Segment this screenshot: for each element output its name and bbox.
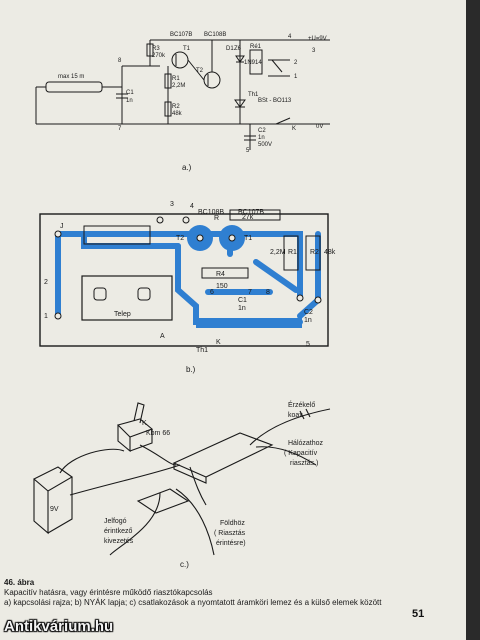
c2-value: 1n [258, 135, 265, 141]
cable-label: max 15 m [58, 74, 84, 80]
watermark: Antikvárium.hu [4, 618, 114, 635]
pcb-node-8: 8 [266, 289, 270, 296]
figure-caption: 46. ábra Kapacitív hatásra, vagy érintés… [4, 578, 444, 608]
supply-zero: 0V [316, 124, 323, 130]
switch-k-label: K [142, 420, 147, 427]
sensor-label: Érzékelő [288, 400, 315, 409]
pcb-c2: C2 [304, 309, 313, 316]
node-4: 4 [288, 34, 292, 40]
schematic-a: BC107B BC108B max 15 m R3 270k R1 2,2M R… [35, 32, 330, 172]
pcb-r1: R1 [288, 249, 297, 256]
caption-line-1: Kapacitív hatásra, vagy érintésre működő… [4, 588, 213, 597]
relay-label: Ré1 [250, 44, 262, 50]
pcb-t1-type: BC107B [238, 209, 264, 216]
c2-label: C2 [258, 128, 266, 134]
wiring-c: K Kbm 66 9V Érzékelő koax Hálózathoz ( K… [33, 400, 331, 569]
ground-sub1: ( Riasztás [214, 530, 246, 537]
book-page: BC107B BC108B max 15 m R3 270k R1 2,2M R… [0, 0, 466, 640]
switch-k: K [292, 126, 296, 132]
switch-type: Kbm 66 [146, 430, 170, 437]
d1-z: Z6 [234, 46, 242, 52]
c1-value: 1n [126, 98, 133, 104]
r1-label: R1 [172, 76, 180, 82]
signal-sub1: érintkező [104, 528, 133, 535]
t2-label: T2 [196, 68, 204, 74]
battery-9v: 9V [50, 506, 59, 513]
pcb-t2-type: BC108B [198, 209, 224, 216]
pcb-r-value: 27k [242, 214, 254, 221]
pcb-r4: R4 [216, 271, 225, 278]
th1-label: Th1 [248, 92, 259, 98]
pcb-node-2: 2 [44, 279, 48, 286]
pcb-t2: T2 [176, 235, 184, 242]
pcb-j: J [60, 223, 64, 230]
pcb-r: R [214, 215, 219, 222]
figure-number: 46. ábra [4, 578, 35, 587]
node-8: 8 [118, 58, 122, 64]
c1-label: C1 [126, 90, 134, 96]
book-spine [466, 0, 480, 640]
pcb-r2-value: 48k [324, 249, 336, 256]
network-sub2: riasztás ) [290, 460, 318, 467]
d1-label: D1 [226, 46, 234, 52]
caption-line-2: a) kapcsolási rajza; b) NYÁK lapja; c) c… [4, 598, 382, 607]
c2-voltage: 500V [258, 142, 272, 148]
sensor-coax: koax [288, 412, 303, 419]
pcb-c1: C1 [238, 297, 247, 304]
pcb-r1-value: 2,2M [270, 249, 286, 256]
page-number: 51 [412, 608, 425, 620]
pcb-node-7: 7 [248, 289, 252, 296]
r2-label: R2 [172, 104, 180, 110]
node-1: 1 [294, 74, 298, 80]
pcb-node-1: 1 [44, 313, 48, 320]
pcb-k: K [216, 339, 221, 346]
signal-sub2: kivezetés [104, 538, 134, 545]
ground-sub2: érintésre) [216, 540, 246, 547]
supply-plus: +U=9V [308, 36, 327, 42]
r2-value: 48k [172, 111, 183, 117]
network-label: Hálózathoz [288, 440, 324, 447]
pcb-node-4: 4 [190, 203, 194, 210]
pcb-a: A [160, 333, 165, 340]
pcb-r2: R2 [310, 249, 319, 256]
t2-type: BC108B [204, 32, 226, 38]
node-3: 3 [312, 48, 316, 54]
node-2: 2 [294, 60, 298, 66]
t1-type: BC107B [170, 32, 192, 38]
node-5: 5 [246, 148, 250, 154]
th1-type: BSt - BO113 [258, 98, 292, 104]
pcb-node-3: 3 [170, 201, 174, 208]
node-7: 7 [118, 126, 122, 132]
network-sub1: ( Kapacitív [284, 450, 318, 457]
battery-label: Telep [114, 311, 131, 318]
pcb-layout-b: BC108B BC107B R 27k R1 2,2M R2 48k R4 15… [39, 201, 336, 374]
pcb-th1: Th1 [196, 347, 208, 354]
signal-label: Jelfogó [104, 518, 127, 525]
t1-label: T1 [183, 46, 191, 52]
ground-label: Földhöz [220, 520, 245, 527]
r1-value: 2,2M [172, 83, 185, 89]
d1-type: 1N914 [244, 60, 262, 66]
label-a: a.) [182, 163, 192, 172]
label-b: b.) [186, 365, 196, 374]
r3-value: 270k [152, 53, 166, 59]
pcb-node-5: 5 [306, 341, 310, 348]
r3-label: R3 [152, 46, 160, 52]
pcb-t1: T1 [244, 235, 252, 242]
label-c: c.) [180, 560, 189, 569]
pcb-r4-value: 150 [216, 283, 228, 290]
pcb-c1-value: 1n [238, 305, 246, 312]
pcb-c2-value: 1n [304, 317, 312, 324]
pcb-node-6: 6 [210, 289, 214, 296]
